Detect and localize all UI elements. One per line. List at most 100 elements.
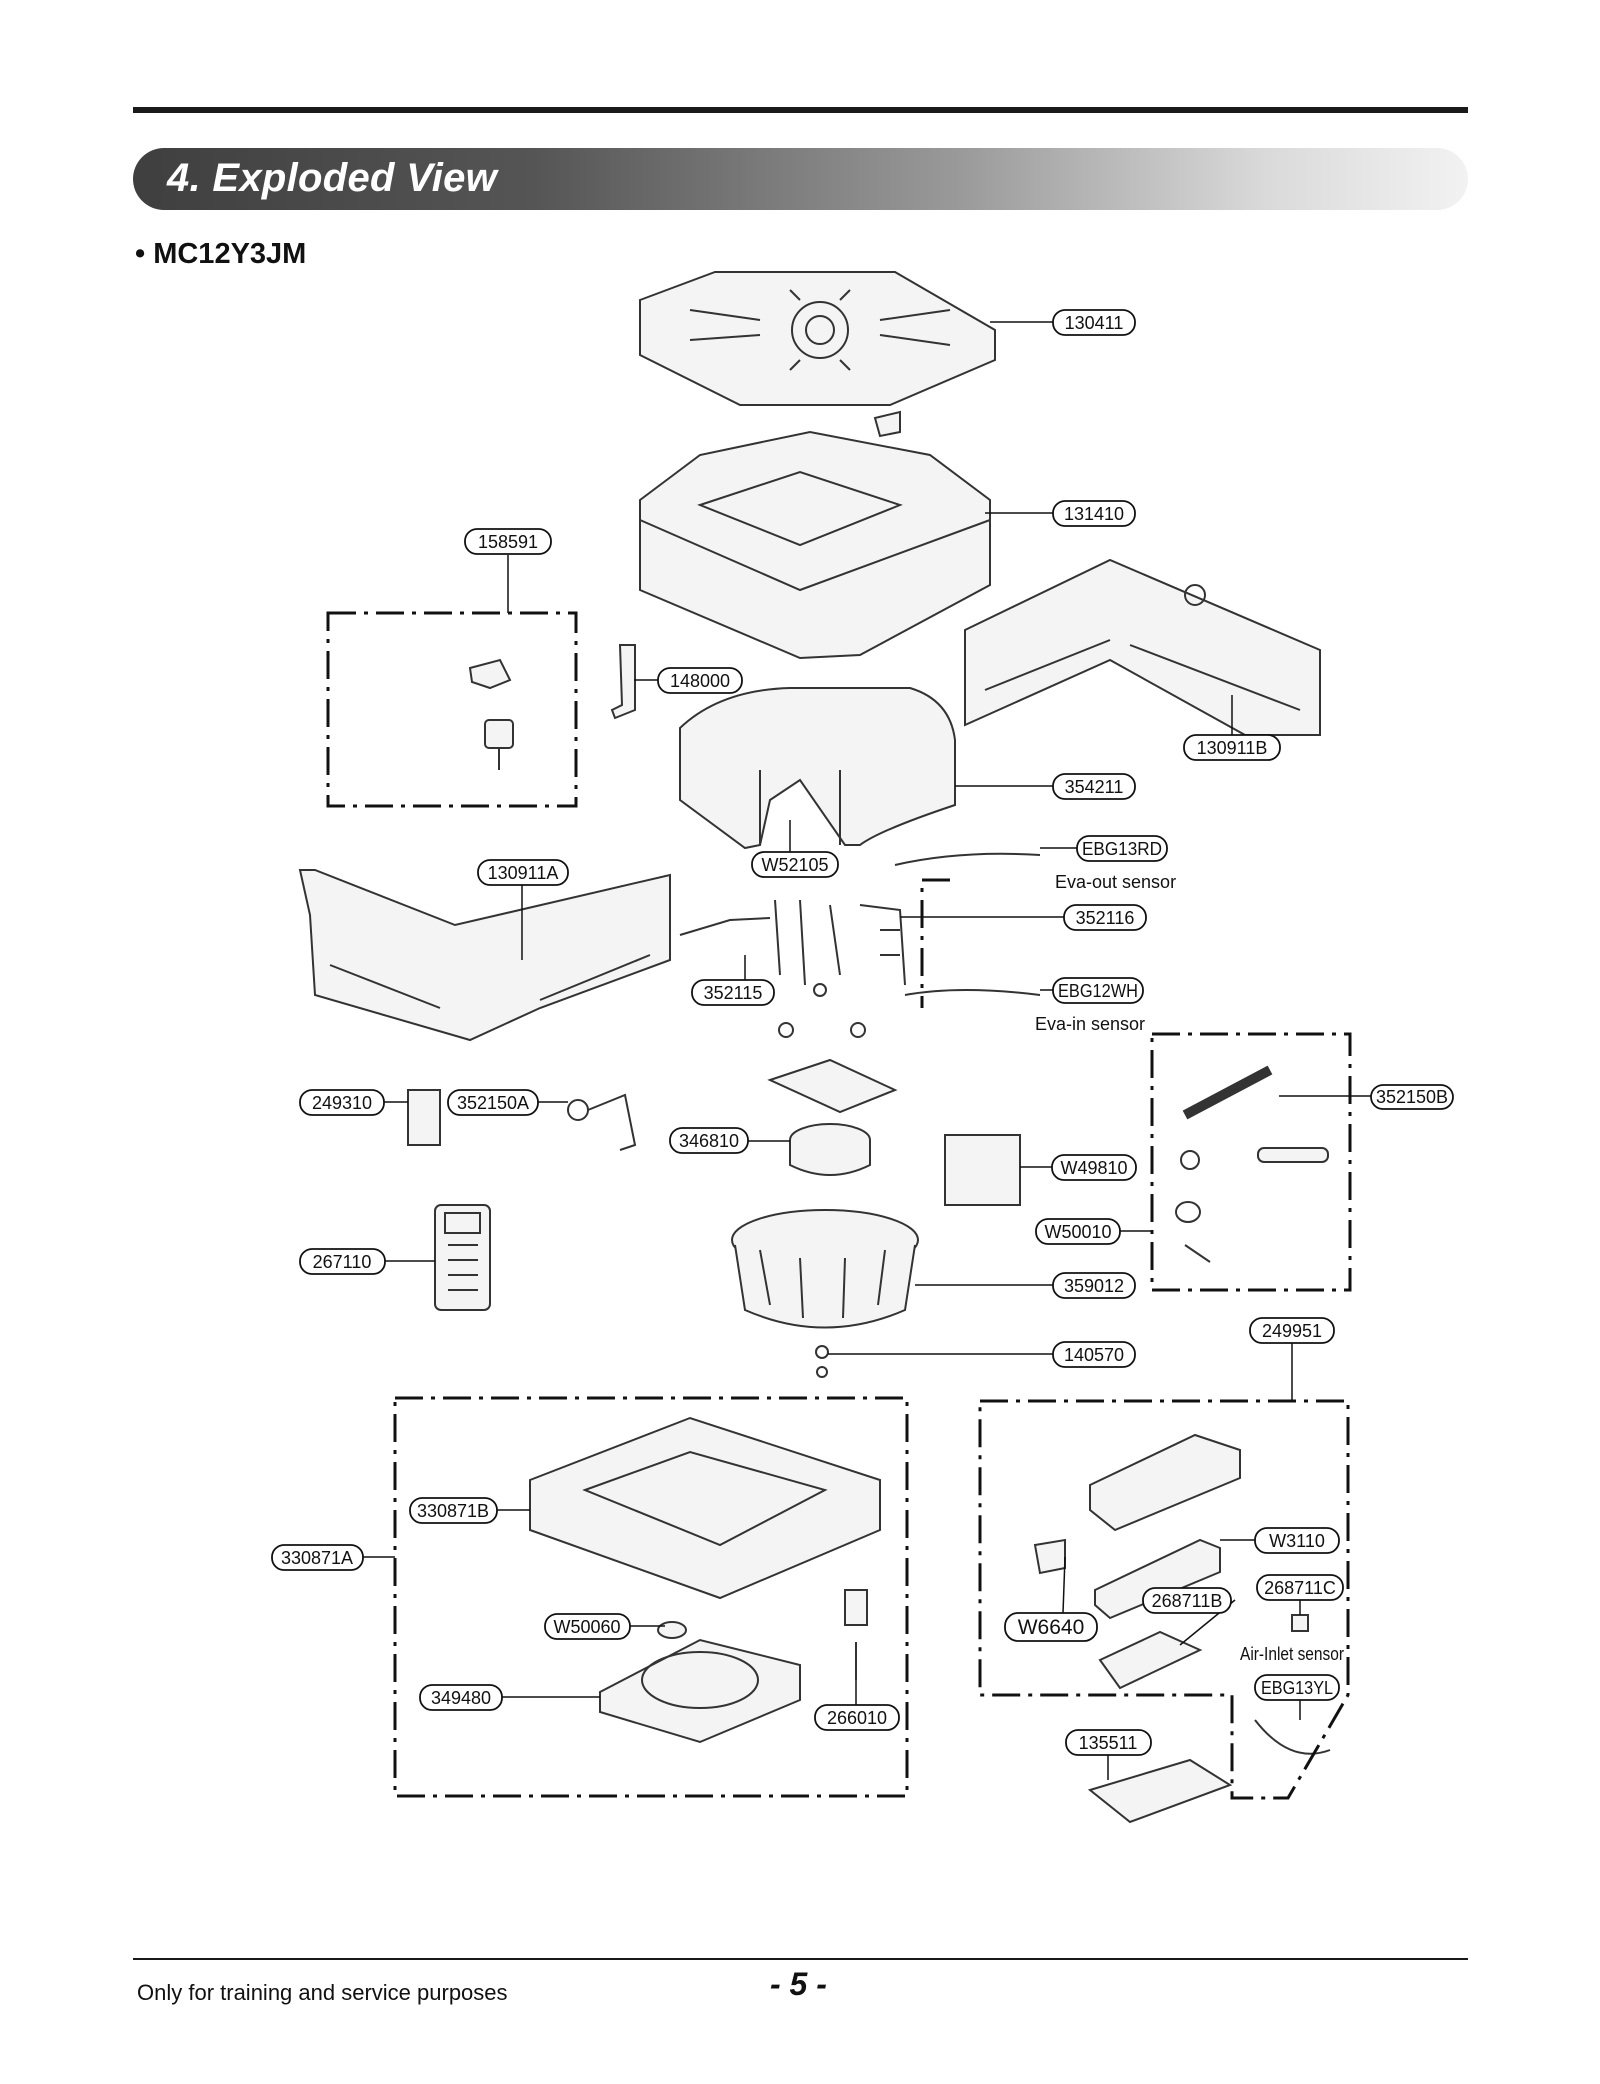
callout-346810: 346810 [669,1127,749,1154]
callout-W49810: W49810 [1051,1154,1137,1181]
fan-drawing [731,1209,919,1378]
leader-lines [363,321,1371,1780]
page-number: - 5 - [770,1966,827,2002]
note-air-inlet: Air-Inlet sensor [1240,1644,1344,1664]
callout-352116: 352116 [1063,904,1147,931]
svg-text:140570: 140570 [1064,1345,1124,1365]
callout-267110: 267110 [299,1248,386,1275]
bottom-rule [133,1958,1468,1960]
piping-drawing [679,852,1041,997]
svg-text:268711C: 268711C [1264,1578,1336,1598]
callout-W6640: W6640 [1004,1612,1098,1642]
callout-352150A: 352150A [447,1089,539,1116]
footer-text: Only for training and service purposes [137,1980,508,2005]
callout-W3110: W3110 [1254,1527,1340,1554]
svg-text:130911A: 130911A [488,863,559,883]
callout-158591: 158591 [464,528,552,555]
note-eva-in: Eva-in sensor [1035,1014,1145,1034]
svg-text:346810: 346810 [679,1131,739,1151]
callout-266010: 266010 [814,1704,900,1731]
note-eva-out: Eva-out sensor [1055,872,1176,892]
casing-drawing [639,430,991,660]
callout-130911A: 130911A [477,859,569,886]
remote-drawing [434,1204,491,1311]
drain-kit-drawing [1175,1065,1329,1263]
callout-W50010: W50010 [1035,1218,1121,1245]
svg-text:330871B: 330871B [417,1501,489,1521]
callout-352115: 352115 [691,979,775,1006]
callout-148000: 148000 [657,667,743,694]
svg-text:249951: 249951 [1262,1321,1322,1341]
svg-text:135511: 135511 [1079,1733,1138,1753]
svg-text:354211: 354211 [1065,777,1124,797]
svg-text:EBG13RD: EBG13RD [1082,839,1162,859]
svg-text:267110: 267110 [313,1252,372,1272]
svg-text:W50060: W50060 [553,1617,620,1637]
group-box-158591 [326,611,578,808]
svg-text:148000: 148000 [670,671,730,691]
svg-text:266010: 266010 [827,1708,887,1728]
svg-text:W52105: W52105 [761,855,828,875]
motor-drawing [767,1022,898,1176]
callout-268711C: 268711C [1256,1574,1344,1601]
top-rule [133,107,1468,113]
callout-354211: 354211 [1052,773,1136,800]
side-panel-a-drawing [298,869,671,1042]
exploded-view-diagram: 130411 131410 158591 148000 130911B 3542… [271,271,1454,1824]
model-label: • MC12Y3JM [135,238,307,270]
callout-249310: 249310 [299,1089,385,1116]
svg-text:W49810: W49810 [1060,1158,1127,1178]
group-box-352150B [1150,1032,1352,1292]
svg-text:130911B: 130911B [1197,738,1268,758]
heat-exchanger-drawing [679,687,956,850]
svg-text:359012: 359012 [1064,1276,1124,1296]
svg-text:W50010: W50010 [1044,1222,1111,1242]
callout-330871B: 330871B [409,1497,498,1524]
svg-text:W3110: W3110 [1269,1531,1325,1551]
callout-359012: 359012 [1052,1272,1136,1299]
callout-131410: 131410 [1052,500,1136,527]
group-box-piping [920,878,950,1008]
svg-text:268711B: 268711B [1152,1591,1223,1611]
svg-text:131410: 131410 [1064,504,1124,524]
bracket-parts-drawing [468,658,514,770]
svg-text:330871A: 330871A [281,1548,353,1568]
callout-EBG13YL: EBG13YL [1254,1674,1340,1701]
bracket-drawing [610,644,636,720]
callout-352150B: 352150B [1370,1084,1454,1110]
svg-text:EBG12WH: EBG12WH [1058,981,1138,1001]
front-panel-drawing [529,1416,881,1744]
side-panel-b-drawing [964,558,1321,736]
drain-parts-drawing [407,1089,637,1151]
group-box-330871A [393,1396,909,1798]
section-title: 4. Exploded View [167,156,498,200]
svg-text:352150B: 352150B [1376,1087,1448,1107]
svg-text:352115: 352115 [704,983,763,1003]
group-boxes [326,611,1352,1800]
svg-text:249310: 249310 [312,1093,372,1113]
callout-W50060: W50060 [544,1613,631,1640]
callout-330871A: 330871A [271,1544,364,1571]
callout-W52105: W52105 [751,851,839,878]
callout-349480: 349480 [419,1684,503,1711]
svg-text:158591: 158591 [478,532,538,552]
top-plate-drawing [639,271,996,438]
pcb-box-drawing [1033,1433,1331,1824]
svg-text:EBG13YL: EBG13YL [1261,1678,1333,1698]
part-callouts: 130411 131410 158591 148000 130911B 3542… [271,309,1454,1756]
callout-135511: 135511 [1065,1729,1152,1756]
svg-text:349480: 349480 [431,1688,491,1708]
callout-140570: 140570 [1052,1341,1136,1368]
callout-EBG12WH: EBG12WH [1052,977,1144,1004]
callout-268711B: 268711B [1142,1587,1232,1614]
control-box-drawing [944,1134,1021,1206]
svg-text:W6640: W6640 [1018,1616,1085,1639]
section-banner: 4. Exploded View [133,148,1468,210]
svg-text:352116: 352116 [1076,908,1135,928]
svg-text:130411: 130411 [1065,313,1124,333]
callout-EBG13RD: EBG13RD [1076,835,1168,862]
callout-130911B: 130911B [1183,734,1281,761]
callout-130411: 130411 [1052,309,1136,336]
callout-249951: 249951 [1249,1317,1335,1344]
svg-text:352150A: 352150A [457,1093,529,1113]
